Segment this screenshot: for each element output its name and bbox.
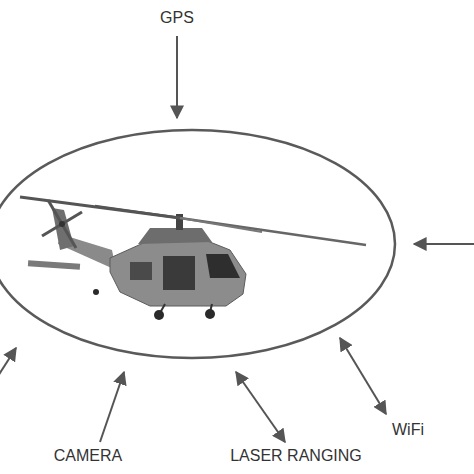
boundary-ellipse xyxy=(0,130,395,358)
arrow xyxy=(236,372,285,442)
signal-label: WiFi xyxy=(392,420,424,440)
helicopter-illustration xyxy=(20,197,366,320)
arrow xyxy=(414,243,474,245)
arrow xyxy=(340,338,386,414)
signal-label: LASER RANGING xyxy=(230,446,362,466)
arrow xyxy=(100,372,124,442)
signal-label: GPS xyxy=(160,8,194,28)
arrow xyxy=(176,36,178,118)
signal-label: CAMERA xyxy=(54,446,122,466)
arrow xyxy=(0,348,16,376)
